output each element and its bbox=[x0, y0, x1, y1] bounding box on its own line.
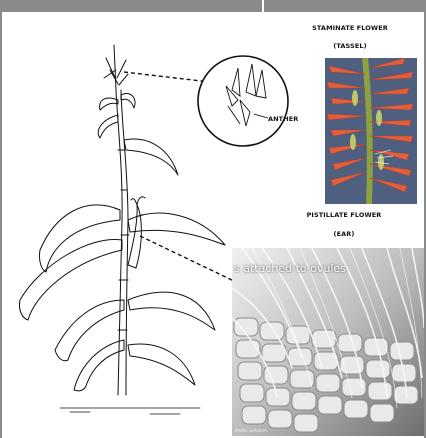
ear-silk bbox=[131, 197, 145, 205]
ground-line bbox=[60, 408, 200, 414]
pistillate-flower-label: PISTILLATE FLOWER bbox=[294, 211, 394, 219]
leaf-top-left bbox=[100, 98, 118, 110]
leaf-very-low-right bbox=[128, 344, 195, 385]
leaf-mid-left-2 bbox=[19, 239, 122, 320]
leaf-upper-right bbox=[124, 139, 178, 175]
leaf-low-left bbox=[55, 300, 124, 361]
leaf-low-right bbox=[128, 292, 215, 330]
leaf-mid-right-1 bbox=[128, 213, 225, 245]
tassel-photo bbox=[325, 58, 417, 204]
staminate-flower-label: STAMINATE FLOWER bbox=[300, 24, 400, 32]
photo-credit: Photo: SLAstore bbox=[235, 428, 267, 433]
anther-magnifier-circle bbox=[198, 56, 288, 146]
tassel-label: (TASSEL) bbox=[300, 42, 400, 50]
leaf-top-right bbox=[121, 93, 135, 108]
ear-leader-line bbox=[140, 236, 236, 282]
leaf-upper-left bbox=[98, 115, 118, 138]
top-frame-tick bbox=[262, 0, 264, 12]
leaf-very-low-left bbox=[74, 340, 124, 391]
ear-husk bbox=[128, 205, 141, 268]
top-frame-bar bbox=[0, 0, 426, 12]
tassel-branches bbox=[104, 45, 128, 90]
silk-ovule-photo: s attached to ovules Photo: SLAstore bbox=[232, 248, 424, 436]
anther-label: ANTHER bbox=[268, 115, 298, 123]
tassel-leader-line bbox=[124, 72, 210, 82]
silk-photo-caption: s attached to ovules bbox=[234, 262, 346, 275]
leaf-mid-left-1 bbox=[39, 205, 120, 272]
ear-label: (EAR) bbox=[294, 230, 394, 238]
